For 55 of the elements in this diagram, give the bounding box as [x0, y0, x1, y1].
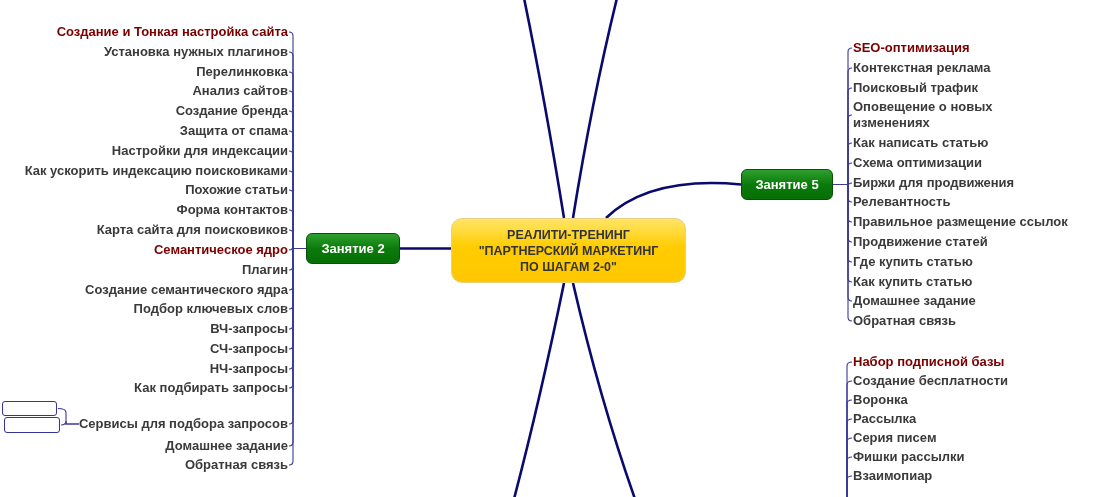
topic-label: Взаимопиар — [853, 468, 933, 484]
topic-label: Анализ сайтов — [192, 83, 288, 99]
topic-label: Создание семантического ядра — [85, 282, 288, 298]
topic-label: Фишки рассылки — [853, 449, 965, 465]
topic-label: Форма контактов — [176, 202, 288, 218]
topic-label: Серия писем — [853, 430, 937, 446]
topic-label: Плагин — [241, 262, 288, 278]
lesson-box: Занятие 2 — [306, 233, 400, 264]
topic-label: Создание бесплатности — [853, 373, 1009, 389]
topic-label: Создание бренда — [175, 103, 288, 119]
topic-label: Домашнее задание — [165, 438, 288, 454]
topic-label: Похожие статьи — [185, 182, 288, 198]
topic-label: Как ускорить индексацию поисковиками — [24, 163, 288, 179]
topic-label: Как подбирать запросы — [134, 380, 288, 396]
topic-label: Сервисы для подбора запросов — [78, 416, 288, 432]
section-heading: SEO-оптимизация — [853, 40, 970, 56]
connector-line — [522, 0, 566, 219]
topic-label: Как написать статью — [853, 135, 989, 151]
topic-label: Рассылка — [853, 411, 917, 427]
connector-line — [571, 282, 637, 497]
connector-line — [60, 420, 80, 426]
topic-label: СЧ-запросы — [210, 341, 288, 357]
topic-label: Где купить статью — [853, 254, 973, 270]
connector-line — [605, 181, 742, 219]
connector-line — [571, 0, 619, 219]
section-heading: Создание и Тонкая настройка сайта — [56, 24, 288, 40]
section-heading: Семантическое ядро — [154, 242, 288, 258]
empty-box — [2, 401, 57, 416]
topic-label: Продвижение статей — [853, 234, 988, 250]
connector-line — [400, 247, 451, 250]
topic-label: Контекстная реклама — [853, 60, 991, 76]
topic-label: Правильное размещение ссылок — [853, 214, 1068, 230]
topic-label: Обратная связь — [184, 457, 288, 473]
topic-label: Биржи для продвижения — [853, 175, 1015, 191]
topic-label: Настройки для индексации — [111, 143, 288, 159]
topic-label: Подбор ключевых слов — [133, 301, 288, 317]
topic-label: Оповещение о новых изменениях — [853, 99, 1023, 131]
topic-label: Обратная связь — [853, 313, 957, 329]
topic-label: ВЧ-запросы — [210, 321, 288, 337]
topic-label: Домашнее задание — [853, 293, 976, 309]
empty-box — [4, 417, 60, 433]
connector-line — [512, 282, 566, 497]
topic-label: Защита от спама — [179, 123, 288, 139]
topic-label: Схема оптимизации — [853, 155, 982, 171]
topic-label: Перелинковка — [196, 64, 288, 80]
section-heading: Набор подписной базы — [853, 354, 1005, 370]
topic-label: Поисковый трафик — [853, 80, 978, 96]
lesson-box: Занятие 5 — [741, 169, 833, 200]
topic-label: НЧ-запросы — [209, 361, 288, 377]
topic-label: Как купить статью — [853, 274, 973, 290]
topic-label: Установка нужных плагинов — [104, 44, 288, 60]
topic-label: Воронка — [853, 392, 908, 408]
central-topic-box: РЕАЛИТИ-ТРЕНИНГ "ПАРТНЕРСКИЙ МАРКЕТИНГ ПО ШАГАМ 2-0" — [451, 218, 686, 283]
topic-label: Карта сайта для поисковиков — [96, 222, 288, 238]
topic-label: Релевантность — [853, 194, 951, 210]
